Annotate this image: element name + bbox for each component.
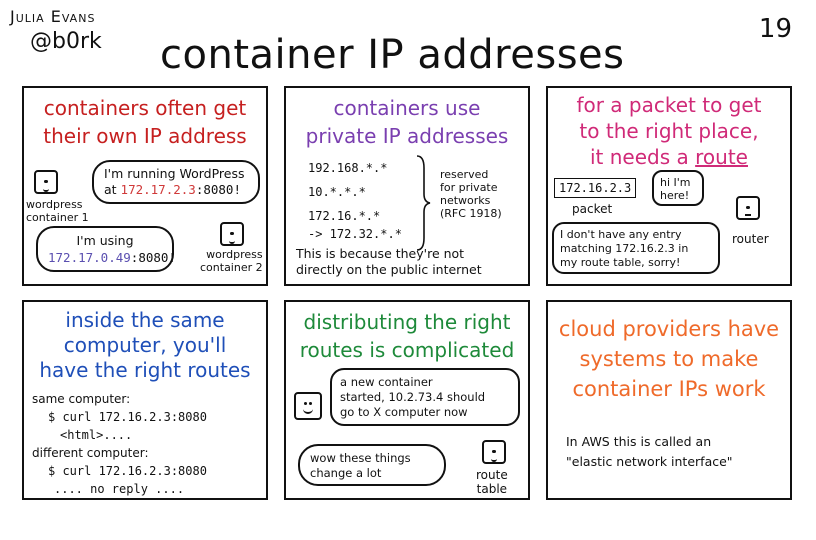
page-title: container IP addresses xyxy=(160,32,625,78)
ip-address: 172.17.0.49 xyxy=(48,250,131,265)
speech-bubble-wordpress-2: I'm using 172.17.0.49:8080! xyxy=(36,226,176,272)
router-label: router xyxy=(732,232,769,246)
title-line: distributing the right xyxy=(303,310,511,334)
footer-line: This is because they're not xyxy=(296,246,465,261)
note-line: networks xyxy=(440,194,491,207)
label-line: route xyxy=(476,468,508,482)
title-line: inside the same xyxy=(65,308,225,332)
bubble-text: I don't have any entry xyxy=(560,228,682,241)
curl-command: $ curl 172.16.2.3:8080 xyxy=(48,464,207,478)
panel-footer: This is because they're not directly on … xyxy=(296,246,482,278)
label-line: table xyxy=(476,482,508,496)
title-line: have the right routes xyxy=(39,358,251,382)
panel-cloud-providers: cloud providers have systems to make con… xyxy=(546,300,792,500)
panel-route: for a packet to get to the right place, … xyxy=(546,86,792,286)
title-line: containers often get xyxy=(43,96,247,120)
panel-private-ip: containers use private IP addresses 192.… xyxy=(284,86,530,286)
author-name: Julia Evans xyxy=(10,7,96,26)
packet-speech-bubble: hi I'm here! xyxy=(652,170,704,206)
brace-icon xyxy=(416,155,431,251)
panel-title: for a packet to get to the right place, … xyxy=(548,92,790,170)
panel-same-computer: inside the same computer, you'll have th… xyxy=(22,300,268,500)
label-line: wordpress xyxy=(26,198,83,211)
speech-bubble-wordpress-1: I'm running WordPress at 172.17.2.3:8080… xyxy=(92,160,260,204)
title-line: computer, you'll xyxy=(63,333,227,357)
title-line: routes is complicated xyxy=(299,338,515,362)
different-computer-label: different computer: xyxy=(32,446,149,460)
bubble-text: go to X computer now xyxy=(340,405,468,419)
bubble-text: wow these things xyxy=(310,451,411,465)
container-face-icon xyxy=(220,222,244,246)
bubble-text: my route table, sorry! xyxy=(560,256,681,269)
ip-address: 172.17.2.3 xyxy=(120,182,196,197)
router-speech-bubble: I don't have any entry matching 172.16.2… xyxy=(552,222,720,274)
router-face-icon xyxy=(736,196,760,220)
bubble-text: hi I'm xyxy=(660,176,691,189)
title-line: their own IP address xyxy=(43,124,247,148)
aws-note: In AWS this is called an "elastic networ… xyxy=(566,432,733,472)
route-table-label: route table xyxy=(476,468,508,496)
ip-range: 192.168.*.* xyxy=(308,161,388,175)
footer-line: directly on the public internet xyxy=(296,262,482,277)
port: :8080! xyxy=(130,250,176,265)
title-line: cloud providers have xyxy=(558,317,780,341)
curl-output: .... no reply .... xyxy=(54,482,185,496)
body-line: "elastic network interface" xyxy=(566,454,733,469)
packet-box: 172.16.2.3 xyxy=(554,178,637,198)
title-line: container IPs work xyxy=(572,377,766,401)
route-word: route xyxy=(695,145,748,169)
panel-title: cloud providers have systems to make con… xyxy=(548,314,790,404)
bubble-text: here! xyxy=(660,189,690,202)
bubble-text: change a lot xyxy=(310,466,382,480)
bubble-text: started, 10.2.73.4 should xyxy=(340,390,486,404)
body-line: In AWS this is called an xyxy=(566,434,712,449)
same-computer-label: same computer: xyxy=(32,392,131,406)
ip-range-list: 192.168.*.* 10.*.*.* 172.16.*.* -> 172.3… xyxy=(308,156,402,246)
note-line: reserved xyxy=(440,168,489,181)
ip-range: 172.16.*.* xyxy=(308,209,381,223)
container-1-label: wordpress container 1 xyxy=(26,198,89,224)
bubble-text: I'm running WordPress xyxy=(104,166,245,181)
bubble-text: 172.17.0.49:8080! xyxy=(48,249,176,266)
bubble-text: a new container xyxy=(340,375,433,389)
panel-title: distributing the right routes is complic… xyxy=(286,308,528,364)
bubble-text: matching 172.16.2.3 in xyxy=(560,242,689,255)
title-line: to the right place, xyxy=(579,119,759,143)
rfc-note: reserved for private networks (RFC 1918) xyxy=(440,168,502,220)
page-number: 19 xyxy=(758,14,792,44)
label-line: wordpress xyxy=(206,248,263,261)
title-line: containers use xyxy=(333,96,481,120)
ip-range: -> 172.32.*.* xyxy=(308,227,402,241)
panel-title: inside the same computer, you'll have th… xyxy=(24,308,266,383)
label-line: container 1 xyxy=(26,211,89,224)
container-2-label: wordpress container 2 xyxy=(200,248,263,274)
panel-own-ip: containers often get their own IP addres… xyxy=(22,86,268,286)
author-handle: @b0rk xyxy=(30,29,102,54)
title-line: private IP addresses xyxy=(305,124,509,148)
panel-title: containers often get their own IP addres… xyxy=(24,94,266,150)
bubble-text: at 172.17.2.3:8080! xyxy=(104,182,241,197)
panel-distributing-routes: distributing the right routes is complic… xyxy=(284,300,530,500)
curl-command: $ curl 172.16.2.3:8080 xyxy=(48,410,207,424)
panel-title: containers use private IP addresses xyxy=(286,94,528,150)
note-line: for private xyxy=(440,181,498,194)
curl-output: <html>.... xyxy=(60,428,133,442)
note-line: (RFC 1918) xyxy=(440,207,502,220)
route-table-face-icon xyxy=(482,440,506,464)
curl-examples: same computer: $ curl 172.16.2.3:8080 <h… xyxy=(32,390,207,498)
bubble-text: I'm using xyxy=(76,233,134,248)
new-container-speech-bubble: a new container started, 10.2.73.4 shoul… xyxy=(330,368,520,426)
label-line: container 2 xyxy=(200,261,263,274)
packet-label: packet xyxy=(572,202,613,216)
container-face-icon xyxy=(294,392,322,420)
title-line: for a packet to get xyxy=(576,93,762,117)
container-face-icon xyxy=(34,170,58,194)
title-line: systems to make xyxy=(579,347,759,371)
ip-range: 10.*.*.* xyxy=(308,185,366,199)
port: :8080! xyxy=(195,182,241,197)
route-table-speech-bubble: wow these things change a lot xyxy=(298,444,446,486)
title-line: it needs a route xyxy=(590,145,748,169)
